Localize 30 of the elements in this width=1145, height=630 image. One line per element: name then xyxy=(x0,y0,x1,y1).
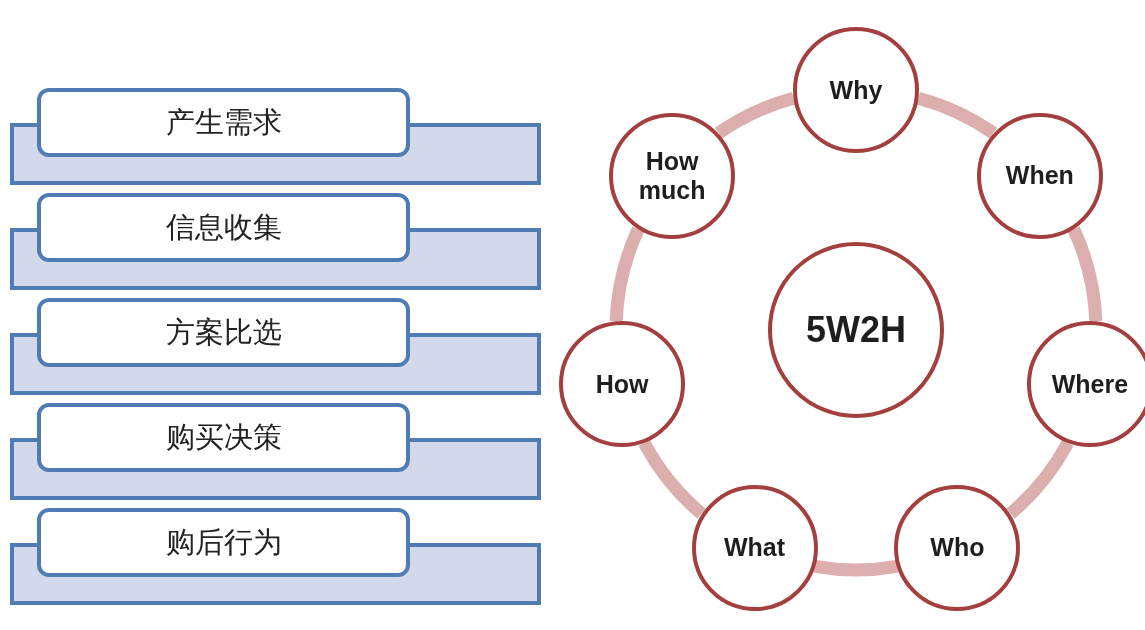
question-label: What xyxy=(724,533,786,562)
ring-connector xyxy=(916,92,997,139)
step-label: 方案比选 xyxy=(165,313,282,351)
step-label: 产生需求 xyxy=(165,103,282,141)
ring-connector xyxy=(1006,439,1074,519)
question-label: Where xyxy=(1051,369,1129,399)
step-band xyxy=(10,507,541,605)
step-band xyxy=(10,402,541,500)
center-label: 5W2H xyxy=(806,309,906,351)
step-box xyxy=(37,193,410,262)
ring-connector xyxy=(609,226,645,322)
question-label: How much xyxy=(637,146,707,205)
step-label: 购买决策 xyxy=(165,418,282,456)
question-label: When xyxy=(1005,161,1074,191)
ring-connector xyxy=(1067,226,1103,322)
step-band xyxy=(10,297,541,395)
step-box xyxy=(37,88,410,157)
question-label: Why xyxy=(829,75,883,105)
step-band xyxy=(10,87,541,185)
question-label: How xyxy=(595,369,649,399)
step-box xyxy=(37,508,410,577)
ring-connector xyxy=(638,439,706,519)
step-label: 购后行为 xyxy=(165,523,282,561)
ring-connector xyxy=(813,559,899,577)
step-label: 信息收集 xyxy=(165,208,282,246)
question-label: Who xyxy=(930,533,985,562)
step-box xyxy=(37,298,410,367)
step-box xyxy=(37,403,410,472)
step-band xyxy=(10,192,541,290)
ring-connector xyxy=(715,92,796,139)
